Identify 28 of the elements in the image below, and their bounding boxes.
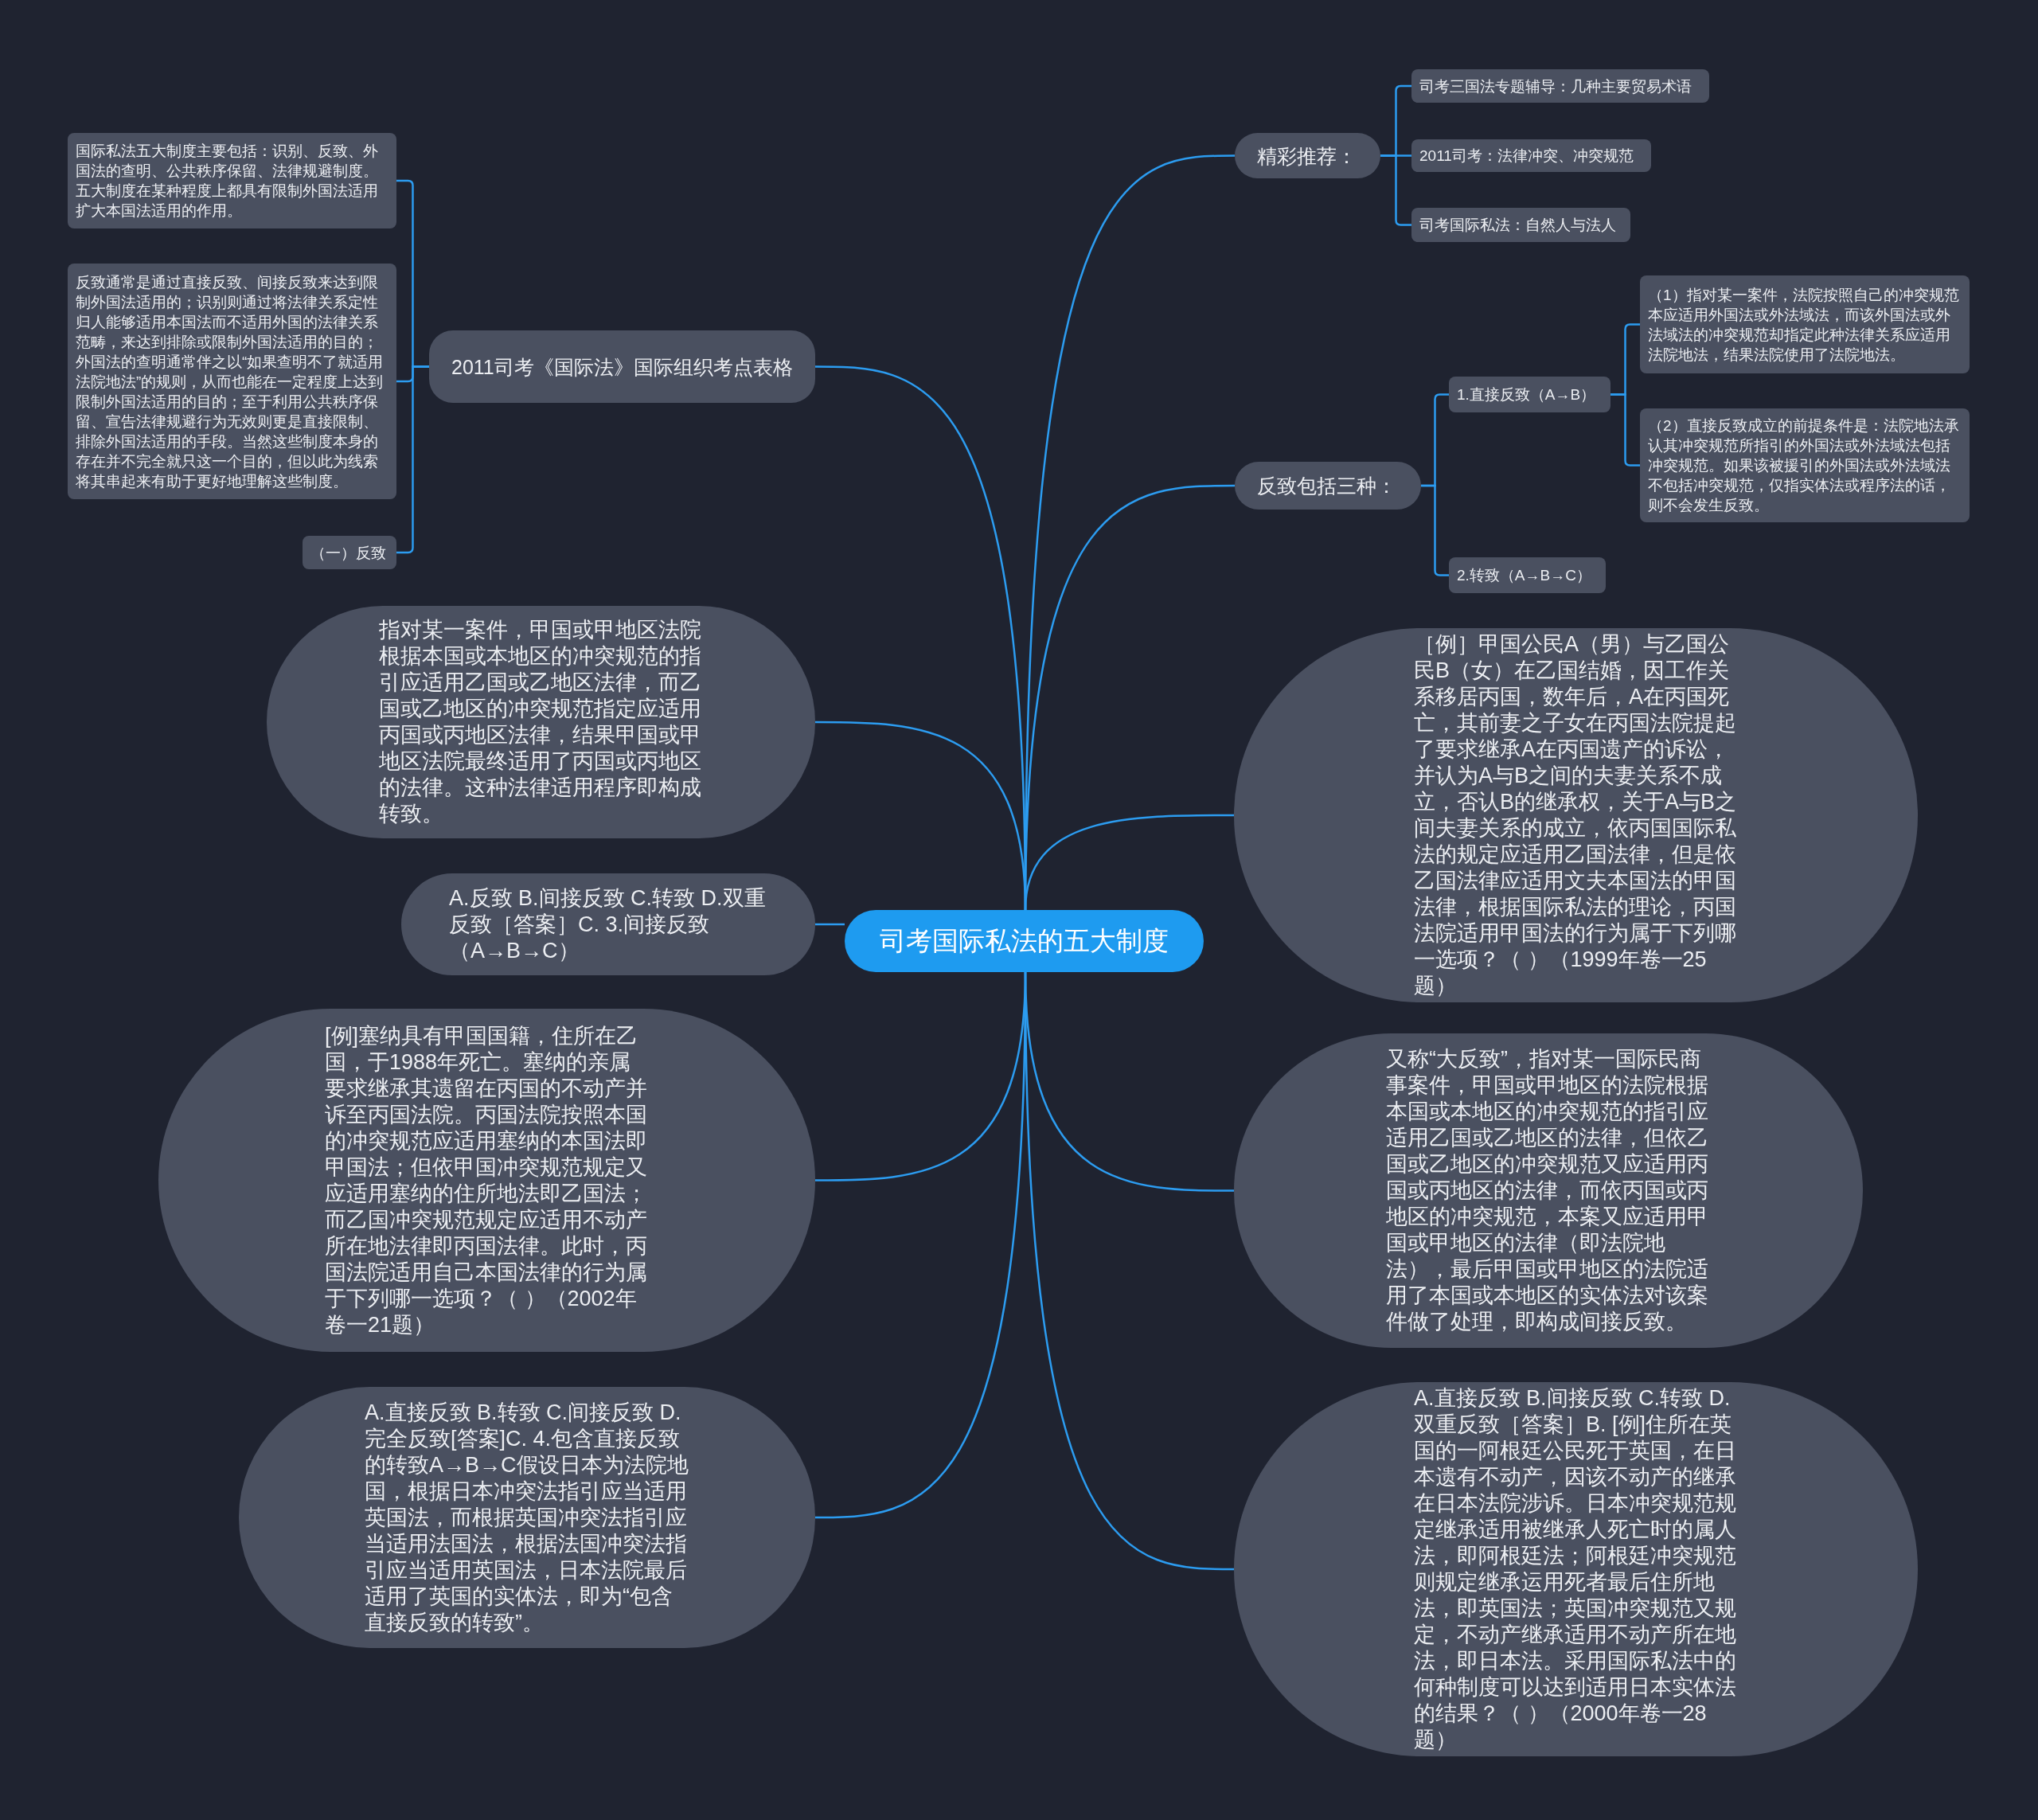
- topic-box: 司考国际私法：自然人与法人: [1411, 208, 1630, 242]
- connector-line: [1610, 393, 1640, 467]
- topic-bubble: 又称“大反致”，指对某一国际民商事案件，甲国或甲地区的法院根据本国或本地区的冲突规范的指引应适用乙国或乙地区的法律，但依乙国或乙地区的冲突规范又应适用丙国或丙地区的法律，而依丙国或丙地区的冲突规范，本案又应适用甲国或甲地区的法律（即法院地法），最后甲国或甲地区的法院适用了本国或本地区的实体法对该案件做了处理，即构成间接反致。: [1234, 1033, 1863, 1348]
- connector-line: [1024, 972, 1234, 1571]
- topic-box: 1.直接反致（A→B）: [1449, 377, 1610, 412]
- topic-box: 2011司考《国际法》国际组织考点表格: [429, 330, 815, 403]
- note-box: 反致通常是通过直接反致、间接反致来达到限制外国法适用的；识别则通过将法律关系定性归人能够适用本国法而不适用外国的法律关系范畴，来达到排除或限制外国法适用的目的；外国法的查明通常伴之以“如果查明不了就适用法院地法”的规则，从而也能在一定程度上达到限制外国法适用的目的；至于利用公共秩序保留、宣告法律规避行为无效则更是直接限制、排除外国法适用的手段。当然这些制度本身的存在并不完全就只这一个目的，但以此为线索将其串起来有助于更好地理解这些制度。: [68, 264, 396, 499]
- topic-bubble: A.直接反致 B.转致 C.间接反致 D.完全反致[答案]C. 4.包含直接反致的转致A→B→C假设日本为法院地国，根据日本冲突法指引应当适用英国法，而根据英国冲突法指引应当适用法国法，根据法国冲突法指引应当适用英国法，日本法院最后适用了英国的实体法，即为“包含直接反致的转致”。: [239, 1387, 815, 1648]
- central-topic: 司考国际私法的五大制度: [845, 910, 1204, 972]
- topic-bubble: 指对某一案件，甲国或甲地区法院根据本国或本地区的冲突规范的指引应适用乙国或乙地区法律，而乙国或乙地区的冲突规范指定应适用丙国或丙地区法律，结果甲国或甲地区法院最终适用了丙国或丙地区的法律。这种法律适用程序即构成转致。: [267, 606, 815, 838]
- connector-line: [815, 923, 845, 926]
- topic-bubble: [例]塞纳具有甲国国籍，住所在乙国，于1988年死亡。塞纳的亲属要求继承其遗留在丙国的不动产并诉至丙国法院。丙国法院按照本国的冲突规范应适用塞纳的本国法即甲国法；但依甲国冲突规范规定又应适用塞纳的住所地法即乙国法；而乙国冲突规范规定应适用不动产所在地法律即丙国法律。此时，丙国法院适用自己本国法律的行为属于下列哪一选项？（ ）（2002年卷一21题）: [158, 1009, 815, 1352]
- topic-box: （一）反致: [303, 536, 396, 569]
- connector-line: [396, 365, 429, 554]
- topic-box: 反致包括三种：: [1235, 462, 1421, 510]
- topic-box: 2011司考：法律冲突、冲突规范: [1411, 139, 1651, 172]
- topic-bubble: ［例］甲国公民A（男）与乙国公民B（女）在乙国结婚，因工作关系移居丙国，数年后，A在丙国死亡，其前妻之子女在丙国法院提起了要求继承A在丙国遗产的诉讼，并认为A与B之间的夫妻关系不成立，否认B的继承权，关于A与B之间夫妻关系的成立，依丙国国际私法的规定应适用乙国法律，但是依乙国法律应适用文夫本国法的甲国法律，根据国际私法的理论，丙国法院适用甲国法的行为属于下列哪一选项？（ ）（1999年卷一25题）: [1234, 628, 1918, 1002]
- note-box: （2）直接反致成立的前提条件是：法院地法承认其冲突规范所指引的外国法或外法域法包括冲突规范。如果该被援引的外国法或外法域法不包括冲突规范，仅指实体法或程序法的话，则不会发生反致。: [1640, 408, 1970, 522]
- topic-box: 司考三国法专题辅导：几种主要贸易术语: [1411, 69, 1709, 103]
- connector-line: [1421, 484, 1449, 576]
- topic-box: 2.转致（A→B→C）: [1449, 557, 1606, 593]
- topic-box: 精彩推荐：: [1235, 133, 1380, 178]
- connector-line: [1380, 154, 1411, 226]
- note-box: （1）指对某一案件，法院按照自己的冲突规范本应适用外国法或外法域法，而该外国法或外法域法的冲突规范却指定此种法律关系应适用法院地法，结果法院使用了法院地法。: [1640, 275, 1970, 373]
- topic-bubble: A.直接反致 B.间接反致 C.转致 D.双重反致［答案］B. [例]住所在英国的一阿根廷公民死于英国，在日本遗有不动产，因该不动产的继承在日本法院涉诉。日本冲突规范规定继承适用被继承人死亡时的属人法，即阿根廷法；阿根廷冲突规范则规定继承运用死者最后住所地法，即英国法；英国冲突规范又规定，不动产继承适用不动产所在地法，即日本法。采用国际私法中的何种制度可以达到适用日本实体法的结果？（ ）（2000年卷一28题）: [1234, 1382, 1918, 1756]
- note-box: 国际私法五大制度主要包括：识别、反致、外国法的查明、公共秩序保留、法律规避制度。五大制度在某种程度上都具有限制外国法适用扩大本国法适用的作用。: [68, 133, 396, 228]
- connector-line: [1024, 814, 1234, 911]
- topic-bubble: A.反致 B.间接反致 C.转致 D.双重反致［答案］C. 3.间接反致（A→B→C）: [401, 873, 815, 975]
